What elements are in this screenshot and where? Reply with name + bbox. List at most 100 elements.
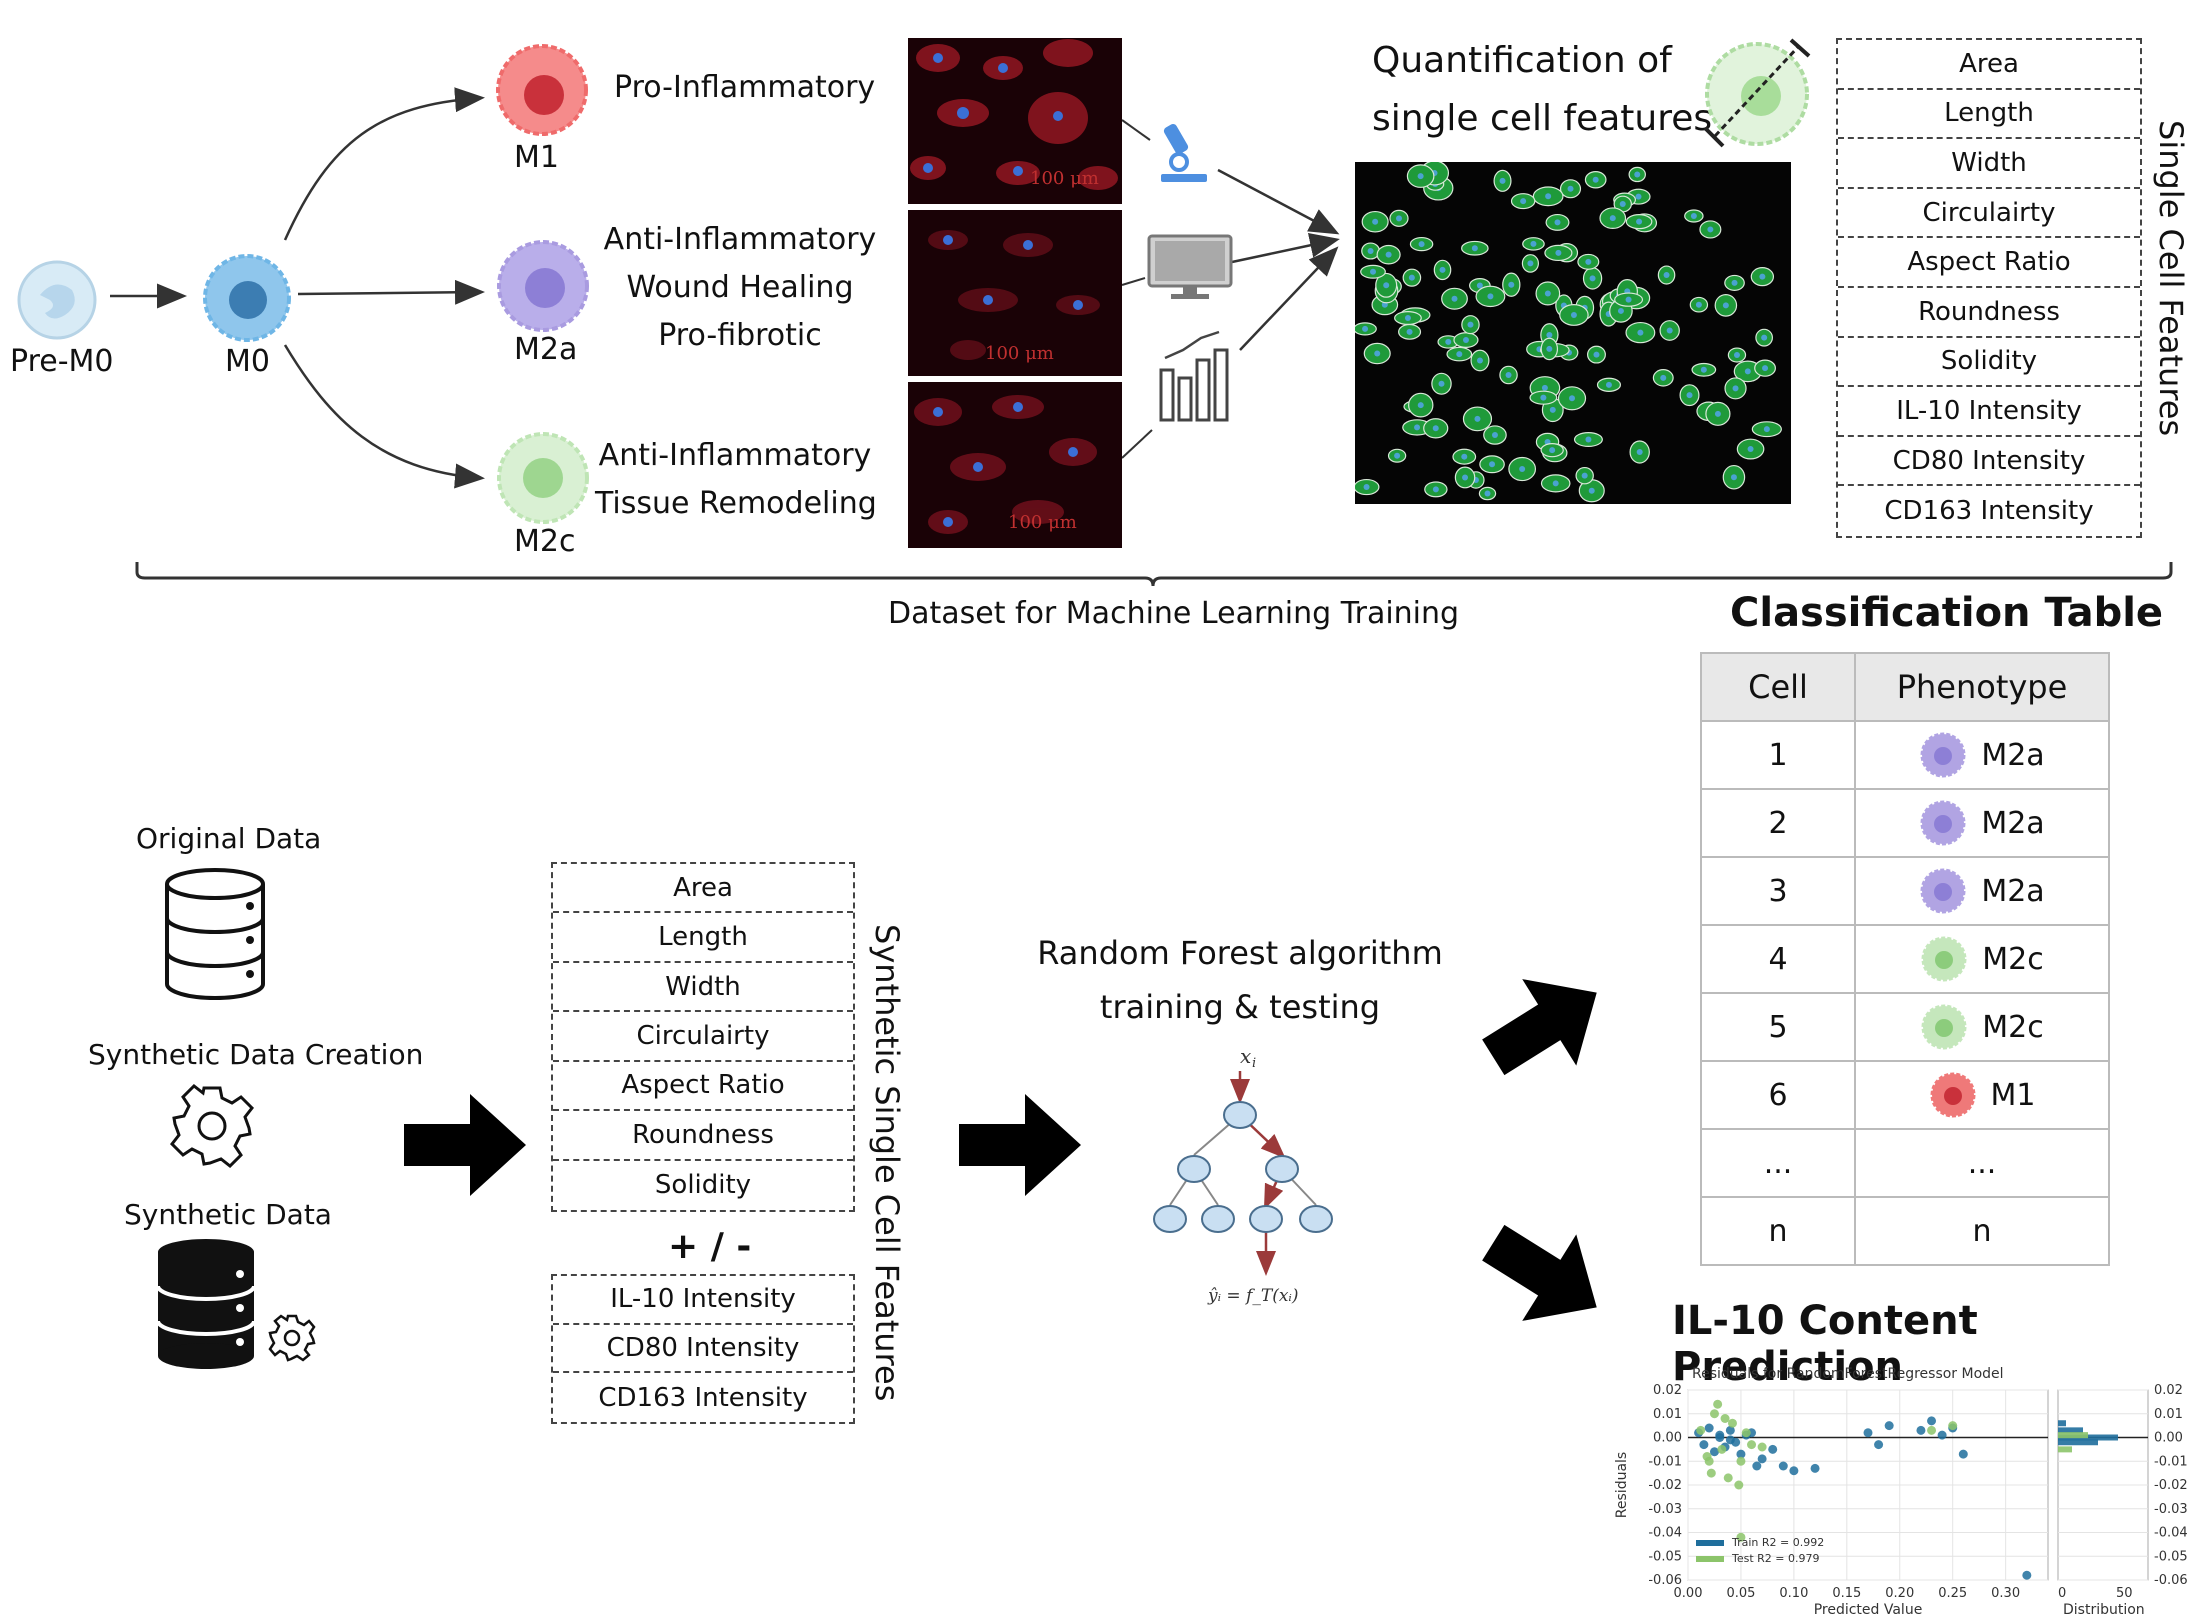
data-point [1916, 1425, 1926, 1435]
segmented-cell-nucleus [1362, 325, 1369, 332]
segmented-cell-nucleus [1554, 219, 1561, 226]
segmented-cell-nucleus [1461, 453, 1468, 460]
phenotype-label: ... [1967, 1145, 1997, 1181]
data-point [1725, 1435, 1735, 1445]
segmented-cell-nucleus [1617, 307, 1624, 314]
data-point [1720, 1414, 1730, 1423]
dataset-label: Dataset for Machine Learning Training [888, 596, 1460, 631]
cell-id: 4 [1700, 924, 1856, 994]
segmented-cell-nucleus [1609, 215, 1616, 222]
decision-tree-diagram: x i ŷᵢ = f_T(xᵢ) [1153, 1045, 1333, 1306]
y-tick-label: -0.03 [2154, 1502, 2188, 1517]
data-point [1884, 1421, 1894, 1431]
data-point [1696, 1425, 1706, 1435]
y-tick-label: -0.01 [2154, 1454, 2188, 1469]
segmented-cell-nucleus [1527, 260, 1534, 267]
feature-row: Circulairty [1838, 189, 2140, 239]
segmented-cell-nucleus [1372, 218, 1379, 225]
segmented-cell-nucleus [1395, 215, 1402, 222]
data-point [1747, 1440, 1757, 1450]
data-point [1706, 1468, 1716, 1478]
data-point [1863, 1428, 1873, 1438]
header-cell: Cell [1700, 652, 1856, 722]
segmented-cell-nucleus [1505, 372, 1512, 379]
segmented-cell-nucleus [1549, 406, 1556, 413]
segmented-cell-nucleus [1445, 338, 1452, 345]
segmented-cell-nucleus [1487, 293, 1494, 300]
quantification-title-line2: single cell features [1372, 98, 1713, 139]
segmented-cell-nucleus [1414, 424, 1421, 431]
phenotype-cell: M2a [1854, 720, 2110, 790]
classification-header-row: Cell Phenotype [1700, 652, 2110, 722]
legend-label: Train R2 = 0.992 [1731, 1536, 1824, 1549]
phenotype-cell-icon [1920, 800, 1966, 846]
flow-arrow-down-icon [1482, 1224, 1597, 1321]
segmented-cell-nucleus [1546, 332, 1553, 339]
segmented-cell-nucleus [1545, 193, 1552, 200]
phenotype-cell: M2a [1854, 856, 2110, 926]
segmented-cell-nucleus [1546, 345, 1553, 352]
segmented-cell-nucleus [1499, 177, 1506, 184]
data-point [1725, 1425, 1735, 1435]
segmented-cell-nucleus [1589, 275, 1596, 282]
segmented-cell-nucleus [1540, 394, 1547, 401]
segmented-cell-nucleus [1700, 366, 1707, 373]
feature-row: Roundness [553, 1111, 853, 1161]
m2a-description: Anti-Inflammatory Wound Healing Pro-fibr… [603, 222, 877, 353]
segmented-cell-nucleus [1462, 474, 1469, 481]
segmented-cell-nucleus [1508, 281, 1515, 288]
data-point [1736, 1532, 1746, 1542]
data-point [1874, 1440, 1884, 1450]
segmented-cell-nucleus [1592, 176, 1599, 183]
x-tick-label: 0.05 [1726, 1586, 1755, 1601]
y-tick-label: 0.00 [2154, 1431, 2183, 1446]
segmented-cell-nucleus [1690, 213, 1697, 220]
hist-bar [2058, 1432, 2088, 1439]
legend-label: Test R2 = 0.979 [1731, 1552, 1820, 1565]
segmented-cell-nucleus [1605, 381, 1612, 388]
phenotype-label: n [1972, 1213, 1992, 1249]
segmented-cell-nucleus [1489, 461, 1496, 468]
segmented-cell-nucleus [1541, 384, 1548, 391]
feature-row: Circulairty [553, 1012, 853, 1062]
quantification-title-line1: Quantification of [1372, 40, 1672, 81]
data-point [1752, 1461, 1762, 1471]
phenotype-cell: M2c [1854, 992, 2110, 1062]
segmented-cell-nucleus [1722, 302, 1729, 309]
feature-row: Solidity [1838, 338, 2140, 388]
segmented-cell-nucleus [1660, 374, 1667, 381]
classification-title: Classification Table [1730, 590, 2164, 636]
hist-axis-label: Distribution [2063, 1602, 2145, 1618]
x-tick-label: 0.30 [1991, 1586, 2020, 1601]
synthetic-creation-label: Synthetic Data Creation [88, 1038, 424, 1071]
phenotype-label: M2c [1982, 1009, 2044, 1045]
segmented-cell-nucleus [1567, 185, 1574, 192]
cell-id: 2 [1700, 788, 1856, 858]
x-tick-label: 0.25 [1938, 1586, 1967, 1601]
data-point [1717, 1444, 1727, 1454]
feature-row: Aspect Ratio [1838, 238, 2140, 288]
feature-row: Roundness [1838, 288, 2140, 338]
segmented-cell-nucleus [1747, 446, 1754, 453]
data-point [1741, 1428, 1751, 1438]
segmented-cell-nucleus [1585, 436, 1592, 443]
segmented-cell-nucleus [1432, 425, 1439, 432]
plus-minus-label: + / - [668, 1226, 752, 1267]
segmented-cell-nucleus [1374, 350, 1381, 357]
m2a-cell-icon [497, 240, 589, 332]
tree-input-sub: i [1252, 1056, 1256, 1071]
segmented-cell-nucleus [1581, 472, 1588, 479]
tree-input-label: x [1240, 1045, 1251, 1068]
data-point [1736, 1449, 1746, 1459]
hist-bar [2058, 1420, 2066, 1427]
data-point [1709, 1447, 1719, 1457]
feature-row: Width [553, 963, 853, 1013]
legend-swatch [1696, 1540, 1724, 1546]
segmented-cell-nucleus [1406, 328, 1413, 335]
